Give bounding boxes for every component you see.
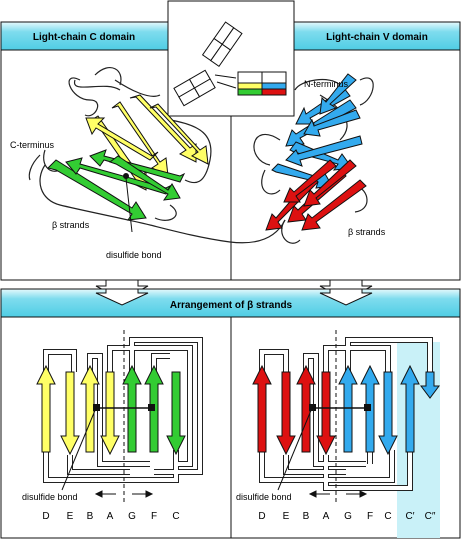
c-domain-header: Light-chain C domain [0, 21, 169, 51]
strand-letter: C [384, 511, 391, 522]
c-disulfide-pointer [61, 407, 97, 491]
strand-letter: D [258, 511, 265, 522]
loop [261, 169, 281, 195]
arrangement-title: Arrangement of β strands [170, 300, 293, 311]
upper-fab-arm [201, 21, 243, 68]
beta-strands-label-right: β strands [348, 227, 386, 237]
strand-letter: B [303, 511, 310, 522]
v-domain-red-strands [265, 159, 367, 231]
c-terminus-label: C-terminus [10, 140, 55, 150]
c-prime-highlight [397, 342, 440, 538]
loop [359, 77, 374, 106]
loop [253, 133, 281, 166]
loop [94, 67, 122, 86]
antibody-inset [167, 0, 295, 117]
strand-letter: A [107, 511, 114, 522]
c-domain-green-strands [47, 149, 186, 221]
strand-letter: G [128, 511, 136, 522]
fc-region [173, 69, 216, 107]
c-direction-arrows [94, 490, 154, 498]
loop [154, 204, 177, 221]
strand-letter: C [172, 511, 179, 522]
disulfide-bond-label-left: disulfide bond [22, 492, 78, 502]
loop [281, 219, 301, 244]
loop [74, 79, 121, 91]
connector [149, 219, 286, 244]
disulfide-bond-label-right: disulfide bond [236, 492, 292, 502]
strand-letter: D [42, 511, 49, 522]
v-direction-arrows [308, 490, 368, 498]
strand-letter: G [344, 511, 352, 522]
strand-letter: F [367, 511, 373, 522]
c-terminus-tail [28, 154, 41, 181]
strand-letter: E [283, 511, 290, 522]
v-strand-letters: D E B A G F C C′ C″ [258, 511, 435, 522]
loop [169, 119, 212, 184]
right-fab-arm [237, 71, 287, 96]
v-domain-header: Light-chain V domain [293, 21, 461, 51]
v-domain-blue-strands [271, 73, 363, 189]
strand-letter: B [87, 511, 94, 522]
loop [294, 78, 341, 91]
strand-letter: C″ [425, 511, 436, 522]
arrangement-header: Arrangement of β strands [0, 288, 461, 318]
strand-letter: E [67, 511, 74, 522]
v-disulfide-pointer [277, 407, 313, 491]
loop [114, 79, 161, 97]
v-domain-title: Light-chain V domain [326, 32, 428, 43]
n-terminus-label: N-terminus [304, 79, 349, 89]
c-domain-title: Light-chain C domain [33, 32, 135, 43]
v-topology-loop-outlines [259, 337, 433, 491]
strand-letter: A [323, 511, 330, 522]
c-disulfide-dot [123, 173, 129, 179]
strand-letter: C′ [405, 511, 414, 522]
disulfide-bond-label-top: disulfide bond [106, 250, 162, 260]
strand-letter: F [151, 511, 157, 522]
loop [68, 77, 99, 117]
disulfide-pointer [125, 177, 133, 233]
beta-strands-label-left: β strands [52, 220, 90, 230]
c-strand-letters: D E B A G F C [42, 511, 179, 522]
